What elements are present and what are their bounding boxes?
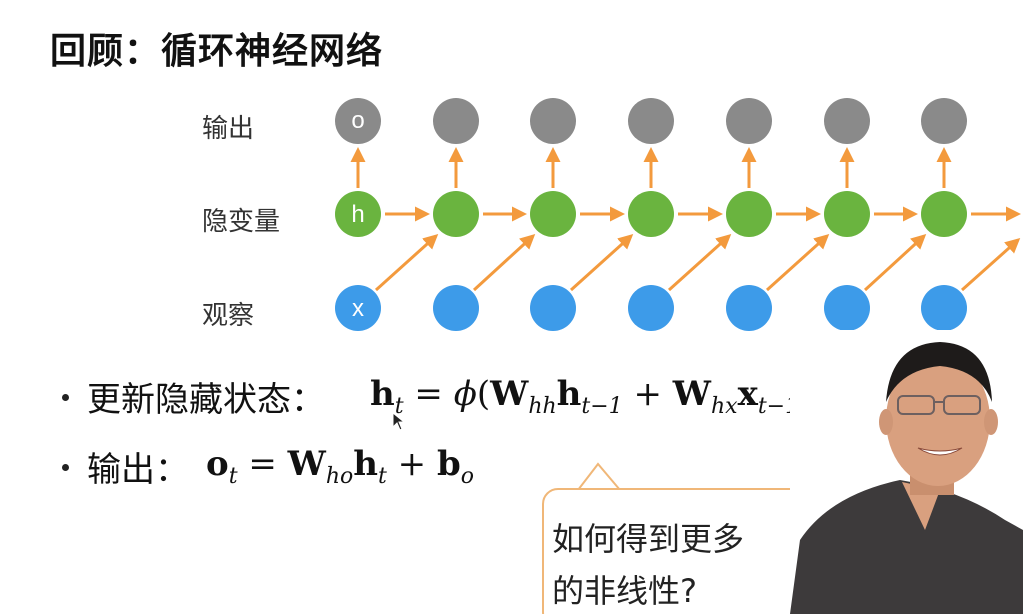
bullet-output-label: 输出： — [87, 450, 189, 490]
input-to-hidden-arrow — [765, 233, 830, 292]
bullet-output: 输出： — [62, 442, 189, 491]
input-to-hidden-arrow — [863, 233, 927, 292]
formula-output: ot = Whoht + bo — [206, 444, 474, 489]
input-to-hidden-arrow — [667, 233, 732, 292]
hidden-node — [921, 191, 967, 237]
slide-title: 回顾：循环神经网络 — [50, 31, 384, 72]
hidden-node — [335, 191, 381, 237]
row-label-hidden: 隐变量 — [202, 207, 281, 237]
rnn-diagram: o h x — [335, 98, 1021, 331]
input-node — [335, 285, 381, 331]
hidden-node — [433, 191, 479, 237]
output-node-letter: o — [351, 107, 364, 134]
input-node — [530, 285, 576, 331]
callout-tail — [577, 462, 621, 491]
diagram-arrows — [350, 147, 1021, 292]
callout-bubble — [542, 488, 826, 614]
hidden-node — [628, 191, 674, 237]
presenter-video — [790, 330, 1023, 614]
input-node — [726, 285, 772, 331]
row-label-observed: 观察 — [202, 301, 255, 331]
bullet-dot — [62, 394, 69, 401]
output-node — [628, 98, 674, 144]
callout-line-1: 如何得到更多 — [552, 520, 745, 558]
output-node — [726, 98, 772, 144]
bullet-update-label: 更新隐藏状态： — [87, 380, 325, 420]
input-node — [628, 285, 674, 331]
hidden-node — [530, 191, 576, 237]
input-node — [921, 285, 967, 331]
input-to-hidden-arrow — [472, 233, 536, 292]
input-to-hidden-arrow — [374, 233, 439, 292]
hidden-node — [824, 191, 870, 237]
callout-line-2: 的非线性? — [552, 572, 697, 610]
diagram-nodes — [335, 98, 967, 331]
output-node — [530, 98, 576, 144]
mouse-cursor — [392, 412, 406, 431]
output-node — [433, 98, 479, 144]
bullet-dot — [62, 464, 69, 471]
output-node — [335, 98, 381, 144]
bullet-update-hidden: 更新隐藏状态： — [62, 372, 325, 421]
input-to-hidden-arrow — [961, 238, 1021, 292]
output-node — [824, 98, 870, 144]
input-to-hidden-arrow — [569, 233, 634, 292]
input-node — [433, 285, 479, 331]
input-node — [824, 285, 870, 331]
row-label-output: 输出 — [202, 114, 255, 144]
output-node — [921, 98, 967, 144]
hidden-node — [726, 191, 772, 237]
hidden-node-letter: h — [351, 201, 364, 228]
input-node-letter: x — [352, 295, 364, 322]
